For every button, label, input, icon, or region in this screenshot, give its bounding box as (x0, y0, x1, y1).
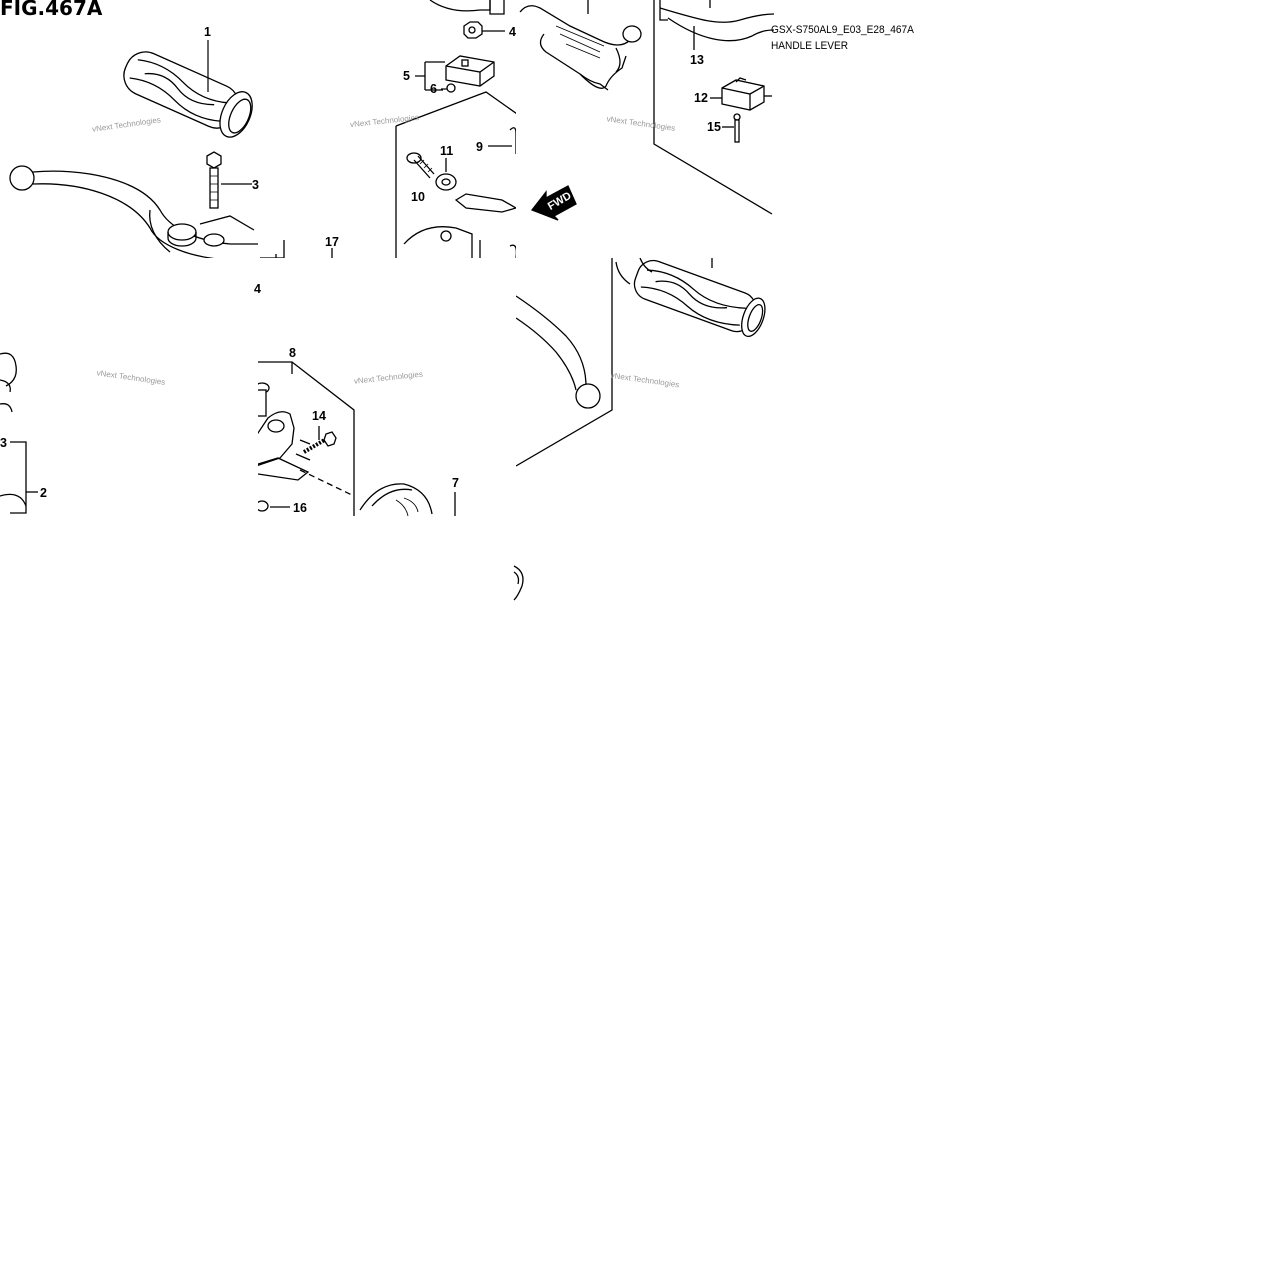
screw-part (733, 113, 741, 143)
bolt-part (206, 151, 222, 209)
callout-3b: 3 (0, 436, 7, 450)
brake-lever-part (9, 165, 258, 258)
watermark: vNext Technologies (606, 114, 676, 133)
callout-5: 5 (403, 69, 410, 83)
watermark: vNext Technologies (353, 370, 423, 386)
grip-left-closeup (633, 259, 766, 338)
model-code: GSX-S750AL9_E03_E28_467A (771, 24, 914, 36)
figure-caption: GSX-S750AL9_E03_E28_467A HANDLE LEVER (771, 22, 914, 54)
callout-labels: 1 2 3 3 4 4 5 6 7 8 9 10 11 12 13 14 15 … (0, 25, 721, 515)
watermark: vNext Technologies (92, 115, 162, 134)
clutch-perch-part (519, 0, 642, 91)
tile-switch-bracket (260, 0, 516, 258)
clamp-bolt-part (302, 431, 337, 454)
brake-switch-part (445, 55, 495, 87)
callout-8: 8 (289, 346, 296, 360)
callout-10: 10 (411, 190, 425, 204)
watermark-group: vNext Technologies vNext Technologies vN… (92, 113, 680, 390)
tile-clutch-lever (516, 258, 766, 467)
callout-1: 1 (204, 25, 211, 39)
tile-master-cylinder (258, 361, 456, 516)
watermark: vNext Technologies (350, 113, 420, 129)
callout-11: 11 (440, 144, 453, 158)
callout-7: 7 (452, 476, 459, 490)
callout-3: 3 (252, 178, 259, 192)
forward-arrow-icon: FWD (530, 185, 577, 221)
clutch-switch-part (721, 77, 772, 111)
callout-13: 13 (690, 53, 704, 67)
callout-2: 2 (40, 486, 47, 500)
callout-4b: 4 (254, 282, 261, 296)
callout-6: 6 (430, 82, 437, 96)
watermark: vNext Technologies (610, 371, 680, 390)
pivot-bolt-part (406, 152, 435, 179)
clutch-lever-part (516, 295, 601, 409)
figure-title: FIG.467A (0, 0, 103, 20)
callout-16: 16 (293, 501, 307, 515)
callout-12: 12 (694, 91, 708, 105)
grip-right-part (123, 51, 253, 138)
watermark: vNext Technologies (96, 368, 166, 387)
callout-15: 15 (707, 120, 721, 134)
tile-clutch-side: FWD (519, 0, 774, 221)
callout-9: 9 (476, 140, 483, 154)
callout-17: 17 (325, 235, 339, 249)
grip-left-part (359, 483, 433, 516)
tile-fragment (513, 565, 524, 601)
tile-left-grip (0, 352, 38, 514)
master-cylinder-part (258, 411, 311, 481)
tile-grip-brake (9, 51, 258, 258)
callout-4: 4 (509, 25, 516, 39)
section-name: HANDLE LEVER (771, 40, 849, 52)
callout-14: 14 (312, 409, 326, 423)
